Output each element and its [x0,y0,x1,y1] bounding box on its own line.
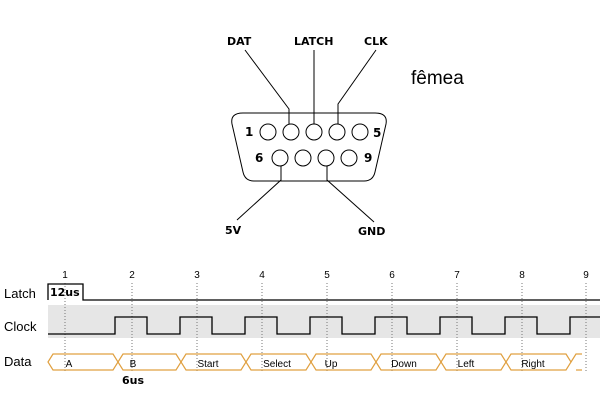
wire-label-clk: CLK [364,35,388,48]
timing-diagram: 1 2 3 4 5 6 7 8 9 Latch Clock Data 12us … [4,270,600,387]
data-cell-tail [570,353,582,371]
data-label-down: Down [391,359,417,370]
clock-waveform [48,316,600,335]
cycle-number-5: 5 [324,270,330,281]
data-label-select: Select [263,359,291,370]
cycle-number-8: 8 [519,270,525,281]
clock-band [48,305,600,338]
db9-connector: 1 5 6 9 DAT LATCH CLK 5V GND fêmea [225,35,464,238]
pin-number-5: 5 [373,126,381,140]
pin-number-1: 1 [245,125,253,139]
data-label-left: Left [458,359,475,370]
wire-label-dat: DAT [227,35,252,48]
pin-7 [294,149,312,167]
wire-dat [244,49,290,124]
latch-pulse-note: 12us [50,286,80,299]
cycle-number-3: 3 [194,270,200,281]
pin-6 [271,149,289,167]
signal-label-data: Data [4,354,32,369]
signal-label-latch: Latch [4,286,36,301]
data-label-right: Right [521,359,545,370]
cycle-number-2: 2 [129,270,135,281]
connector-gender: fêmea [411,68,464,89]
cycle-number-4: 4 [259,270,265,281]
data-label-up: Up [325,359,338,370]
data-label-a: A [66,359,73,370]
data-cell-up [310,353,377,371]
clock-pulse-note: 6us [122,374,144,387]
pin-number-9: 9 [364,151,372,165]
cycle-number-7: 7 [454,270,460,281]
pin-4 [328,123,346,141]
pin-8 [317,149,335,167]
data-cell-a [47,353,119,371]
cycle-number-1: 1 [62,270,68,281]
data-label-start: Start [197,359,218,370]
data-cells [47,353,582,371]
cycle-numbers: 1 2 3 4 5 6 7 8 9 [62,270,589,281]
data-label-b: B [130,359,137,370]
pin-1 [259,123,277,141]
wire-5v [236,166,282,221]
cycle-number-9: 9 [583,270,589,281]
wire-label-5v: 5V [225,224,242,237]
wire-gnd [326,166,375,223]
latch-waveform [47,283,600,301]
pin-9 [340,149,358,167]
connector-shell [231,112,387,182]
pin-5 [351,123,369,141]
wire-label-latch: LATCH [294,35,333,48]
signal-label-clock: Clock [4,319,37,334]
cycle-number-6: 6 [389,270,395,281]
wire-clk [337,49,377,124]
data-labels: A B Start Select Up Down Left Right [66,359,545,370]
pin-2 [282,123,300,141]
data-cell-b [117,353,182,371]
wire-label-gnd: GND [358,225,385,238]
pin-3 [305,123,323,141]
pin-number-6: 6 [255,151,263,165]
